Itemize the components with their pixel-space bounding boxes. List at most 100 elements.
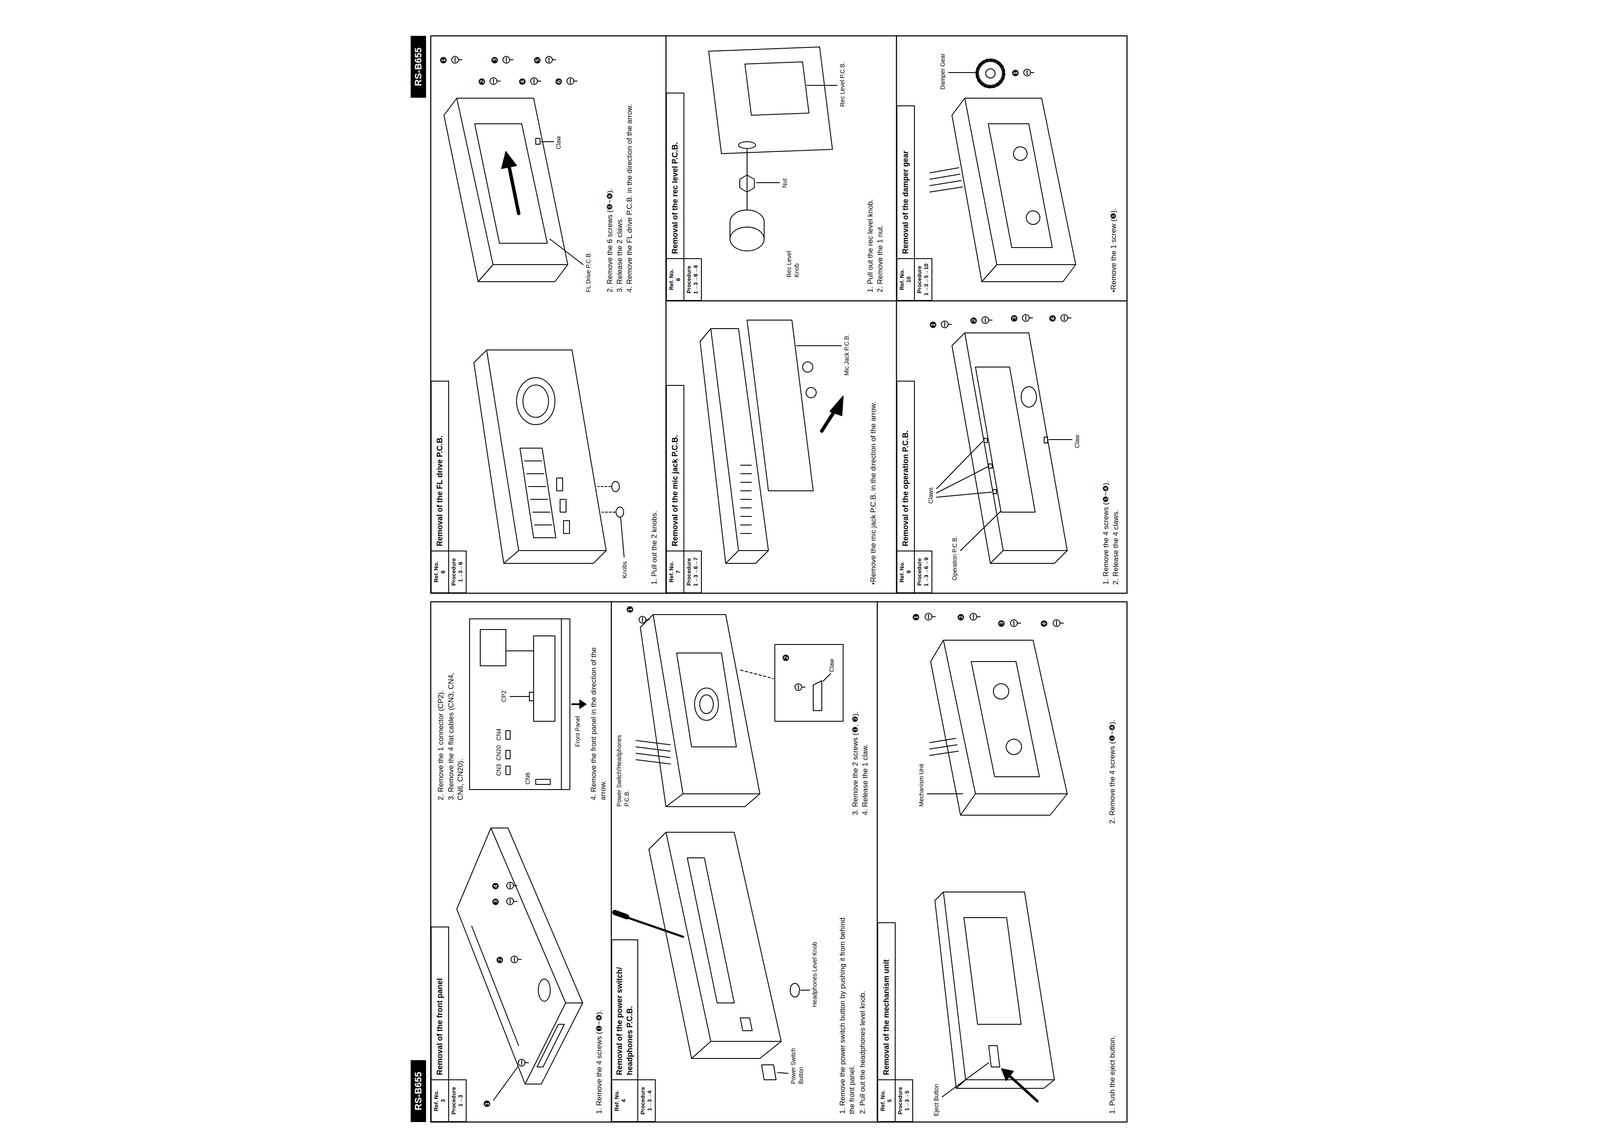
rec-level-assembly [738, 141, 756, 149]
step-text: 1. Remove the power switch button by pus… [837, 913, 857, 1115]
operation-pcb-unit [936, 467, 988, 494]
power-switch-pcb [653, 614, 760, 795]
title-cell: Removal of the damper gear [896, 105, 915, 260]
front-panel-with-knobs [597, 486, 611, 488]
operation-pcb-unit [960, 511, 1001, 551]
mic-jack-pcb [796, 345, 842, 347]
cell-heading: Ref. No. [898, 554, 906, 590]
part-label: CN3 [495, 764, 503, 777]
part-label: Claw [554, 136, 563, 150]
section-title: Removal of the FL drive P.C.B. [435, 385, 445, 547]
callout-number: ❶ [438, 56, 449, 65]
section-title: Removal of the operation P.C.B. [900, 385, 911, 547]
mic-jack-pcb [829, 396, 844, 416]
operation-pcb-unit [1044, 437, 1048, 444]
procedure-steps: 1→3→5→10 [922, 261, 930, 298]
callout-number: ❹ [1039, 619, 1049, 628]
deck-top-view [506, 898, 517, 906]
cell-heading: Ref. No. [613, 1083, 621, 1119]
step-text: 1. Pull out the rec level knob. [865, 199, 876, 293]
step-text: 2. Pull out the headphones level knob. [858, 991, 868, 1115]
callout-number: ❶ [625, 605, 635, 614]
section-title: Removal of the mic jack P.C.B. [670, 390, 681, 547]
power-switch-pcb [740, 670, 774, 679]
fl-drive-pcb-unit [501, 151, 517, 169]
model-name: RS-B655 [412, 40, 424, 94]
step-text: 2. Release the 4 claws. [1111, 509, 1121, 585]
part-label: CP2 [500, 690, 509, 703]
step-text: 1. Push the eject button. [1107, 1036, 1118, 1115]
front-panel-with-knobs [522, 385, 549, 418]
front-panel-corner [687, 858, 735, 1004]
deck-front-view [988, 1045, 1000, 1068]
mechanism-unit [969, 613, 981, 621]
part-label: Knobs [621, 561, 629, 579]
part-label: Headphones Level Knob [811, 942, 819, 1008]
step-text: 4. Remove the FL drive P.C.B. in the dir… [624, 53, 635, 293]
damper-gear-assembly [1023, 69, 1034, 76]
mechanism-unit [929, 738, 959, 756]
damper-gear-assembly [951, 98, 997, 282]
part-label: Claws [927, 487, 935, 504]
mechanism-unit [1006, 739, 1022, 755]
step-text: 2. Remove the 1 nut. [875, 224, 885, 293]
operation-pcb-unit [1048, 439, 1072, 441]
page-frame [430, 601, 1128, 1123]
deck-top-view [506, 882, 517, 890]
step-text: 1. Remove the 4 screws (❶~❹). [1101, 480, 1111, 585]
deck-front-view [956, 1080, 1055, 1089]
rec-level-assembly [729, 210, 765, 240]
chassis-top-view [505, 766, 511, 775]
ref-number-cell: Ref. No.6 [430, 550, 450, 594]
step-text: 1. Remove the 4 screws (❶~❹). [594, 1010, 605, 1115]
step-text: •Remove the 1 screw (❶). [1109, 208, 1119, 293]
part-label: CN4 [495, 728, 503, 741]
step-text: 3. Remove the 2 screws (❶, ❷). [850, 711, 861, 816]
ref-number-cell: Ref. No.5 [877, 1079, 896, 1123]
step-text: 2. Remove the 1 connector (CP2). [436, 690, 446, 801]
power-switch-pcb [640, 614, 684, 807]
step-text: 2. Remove the 4 screws (❶~❹). [1107, 719, 1118, 824]
callout-number: ❻ [554, 77, 564, 86]
cell-heading: Ref. No. [432, 554, 440, 590]
title-cell: Removal of the mic jack P.C.B. [665, 385, 685, 552]
fl-drive-pcb-unit [451, 56, 462, 64]
fl-drive-pcb-unit [541, 141, 554, 143]
deck-top-view [456, 828, 583, 1101]
power-switch-pcb [794, 683, 806, 691]
part-label: Rec Level P.C.B. [838, 61, 847, 107]
cell-heading: Ref. No. [432, 1083, 440, 1119]
deck-front-view [963, 917, 1022, 1025]
front-panel-corner [648, 832, 711, 1059]
fl-drive-pcb-unit [509, 167, 519, 214]
operation-pcb-unit [1022, 314, 1033, 322]
section-title: Removal of the front panel [435, 931, 445, 1076]
fl-drive-pcb-unit [535, 138, 541, 145]
chassis-top-view [505, 750, 511, 760]
part-label: Mechanism Unit [917, 764, 926, 807]
callout-number: ❺ [532, 56, 543, 65]
step-text: 1. Pull out the 2 knobs. [649, 510, 660, 585]
rec-level-assembly [708, 46, 838, 252]
fl-drive-pcb-unit [549, 239, 584, 265]
cell-heading: Ref. No. [668, 554, 675, 590]
callout-number: ❷ [495, 956, 505, 964]
ref-number: 3 [439, 1083, 447, 1119]
chassis-top-view [469, 618, 562, 790]
part-label: Claw [828, 659, 836, 673]
fl-drive-pcb-unit [502, 56, 514, 64]
front-panel-with-knobs [486, 350, 607, 551]
front-panel-with-knobs [563, 520, 570, 534]
mechanism-unit [1053, 619, 1064, 627]
front-panel-corner [790, 983, 800, 998]
procedure-steps: 1→3→6→9 [922, 554, 930, 590]
fl-drive-pcb-unit [530, 77, 541, 85]
procedure-cell: Procedure1→3→4 [637, 1079, 656, 1123]
fl-drive-pcb-unit [545, 56, 556, 64]
front-panel-with-knobs [519, 448, 556, 538]
front-panel-corner [627, 917, 684, 938]
chassis-top-view [579, 700, 587, 709]
section-title: Removal of the mechanism unit [881, 927, 892, 1076]
procedure-cell: Procedure1→3→5 [894, 1079, 914, 1123]
chassis-top-view [561, 618, 570, 790]
